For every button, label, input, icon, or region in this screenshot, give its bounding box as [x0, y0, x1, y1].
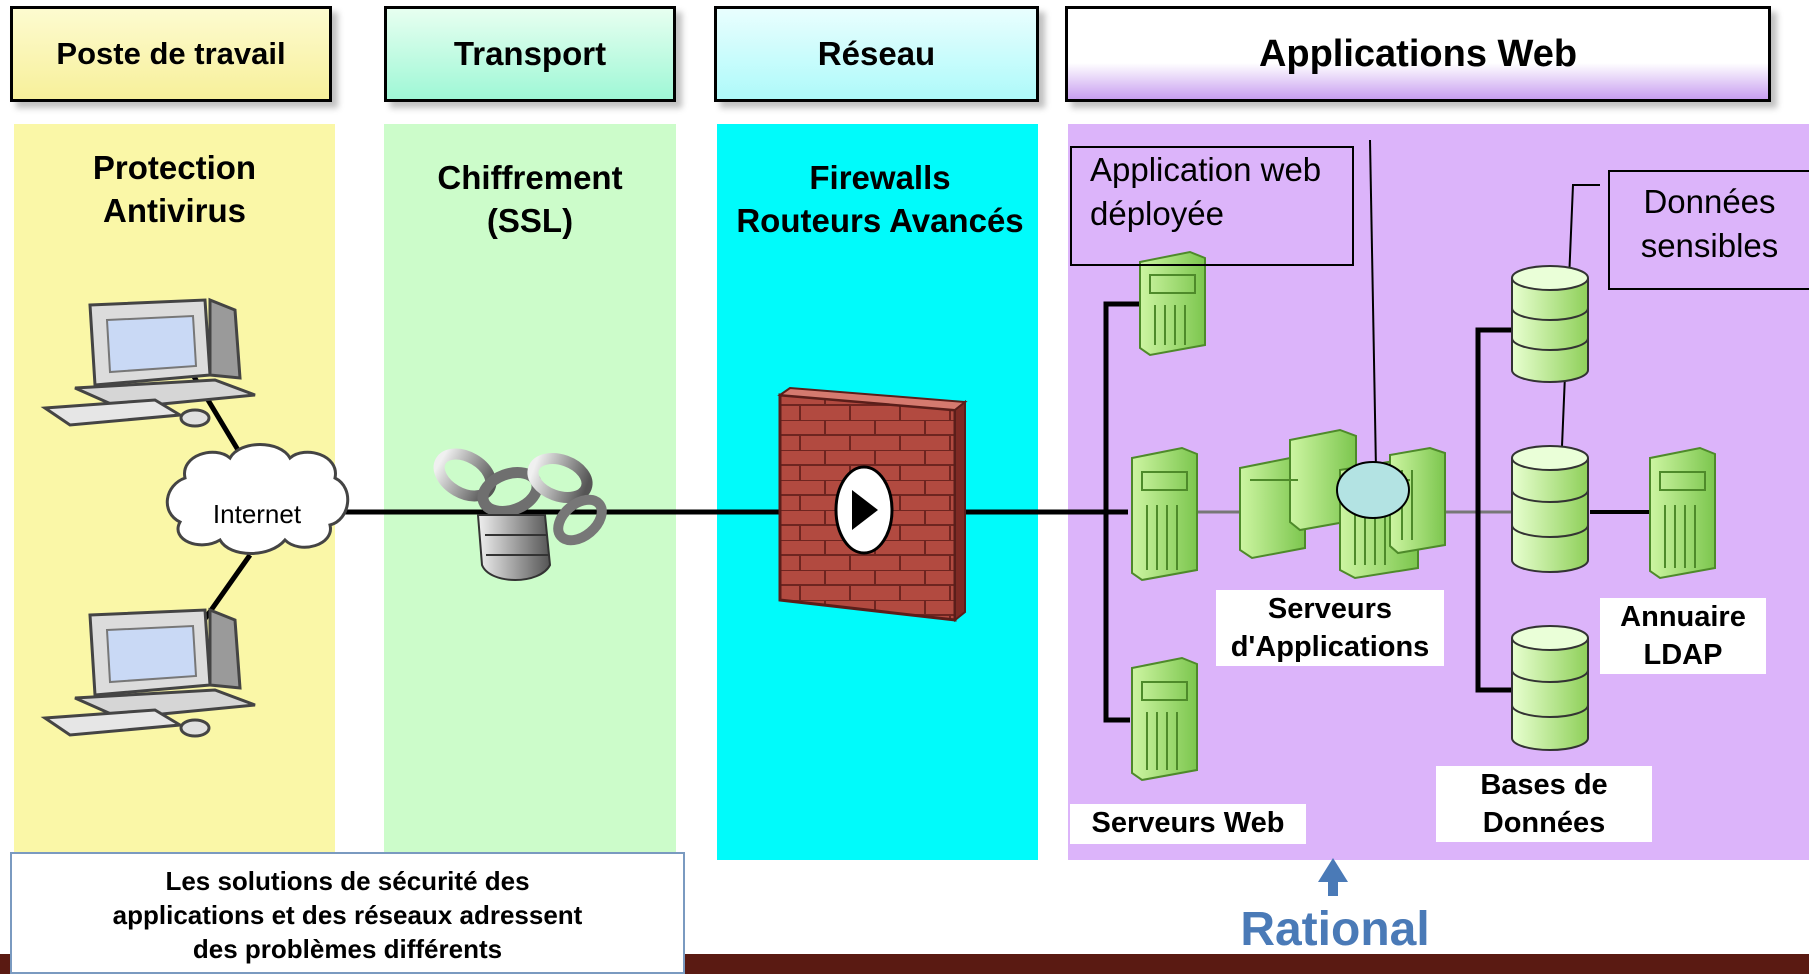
- network-title: Firewalls Routeurs Avancés: [710, 156, 1050, 242]
- workstation-title-line2: Antivirus: [102, 192, 247, 229]
- callout-sensitive-data-line1: Données: [1643, 183, 1776, 220]
- application-servers-icon: [1239, 428, 1446, 580]
- callout-pointer-app: [1369, 139, 1377, 471]
- label-ldap-line2: LDAP: [1643, 639, 1723, 671]
- header-transport-text: Transport: [453, 35, 607, 72]
- web-server-top-icon: [1139, 250, 1206, 357]
- chain-lock-icon: [433, 448, 607, 581]
- web-server-bottom-icon: [1131, 656, 1198, 782]
- rational-brand: Rational: [1240, 903, 1430, 956]
- label-web-servers: Serveurs Web: [1070, 804, 1306, 844]
- label-web-servers-text: Serveurs Web: [1091, 807, 1285, 839]
- header-transport: Transport: [384, 6, 676, 102]
- callout-deployed-app-line1: Application web: [1090, 151, 1322, 188]
- label-ldap: Annuaire LDAP: [1600, 598, 1766, 674]
- header-network: Réseau: [714, 6, 1039, 102]
- internet-cloud-label: Internet: [213, 499, 302, 529]
- web-server-middle-icon: [1131, 446, 1198, 582]
- header-workstation-text: Poste de travail: [56, 36, 286, 71]
- workstation-computer-bottom: [40, 607, 256, 738]
- header-webapps: Applications Web: [1065, 6, 1771, 102]
- database-top-icon: [1511, 265, 1589, 383]
- workstation-title-line1: Protection: [92, 149, 257, 186]
- transport-title-line1: Chiffrement: [437, 159, 623, 196]
- header-webapps-text: Applications Web: [1258, 32, 1578, 75]
- workstation-computer-top: [40, 297, 256, 428]
- callout-sensitive-data-line2: sensibles: [1640, 227, 1779, 264]
- ldap-server-icon: [1649, 446, 1716, 580]
- footer-note-line3: des problèmes différents: [192, 934, 503, 964]
- deployed-app-marker: [1336, 461, 1410, 519]
- label-databases: Bases de Données: [1436, 766, 1652, 842]
- callout-deployed-app-line2: déployée: [1090, 195, 1224, 232]
- footer-note-line1: Les solutions de sécurité des: [165, 866, 530, 896]
- label-app-servers-line2: d'Applications: [1230, 631, 1430, 663]
- label-app-servers: Serveurs d'Applications: [1216, 590, 1444, 666]
- database-bottom-icon: [1511, 625, 1589, 751]
- footer-note-line2: applications et des réseaux adressent: [112, 900, 583, 930]
- database-middle-icon: [1511, 445, 1589, 573]
- callout-deployed-app: Application web déployée: [1070, 146, 1354, 266]
- footer-note: Les solutions de sécurité des applicatio…: [10, 852, 685, 974]
- internet-cloud-icon: [165, 443, 350, 555]
- label-ldap-line1: Annuaire: [1620, 601, 1746, 633]
- network-title-line1: Firewalls: [809, 159, 951, 196]
- network-title-line2: Routeurs Avancés: [736, 202, 1024, 239]
- firewall-icon: [777, 386, 968, 623]
- rational-arrow-icon: [1318, 858, 1348, 896]
- label-databases-line2: Données: [1482, 807, 1606, 839]
- callout-sensitive-data: Données sensibles: [1608, 170, 1809, 290]
- workstation-title: Protection Antivirus: [14, 146, 335, 232]
- label-databases-line1: Bases de: [1480, 769, 1608, 801]
- transport-title: Chiffrement (SSL): [384, 156, 676, 242]
- transport-title-line2: (SSL): [486, 202, 574, 239]
- label-app-servers-line1: Serveurs: [1267, 593, 1393, 625]
- header-workstation: Poste de travail: [10, 6, 332, 102]
- header-network-text: Réseau: [817, 35, 936, 72]
